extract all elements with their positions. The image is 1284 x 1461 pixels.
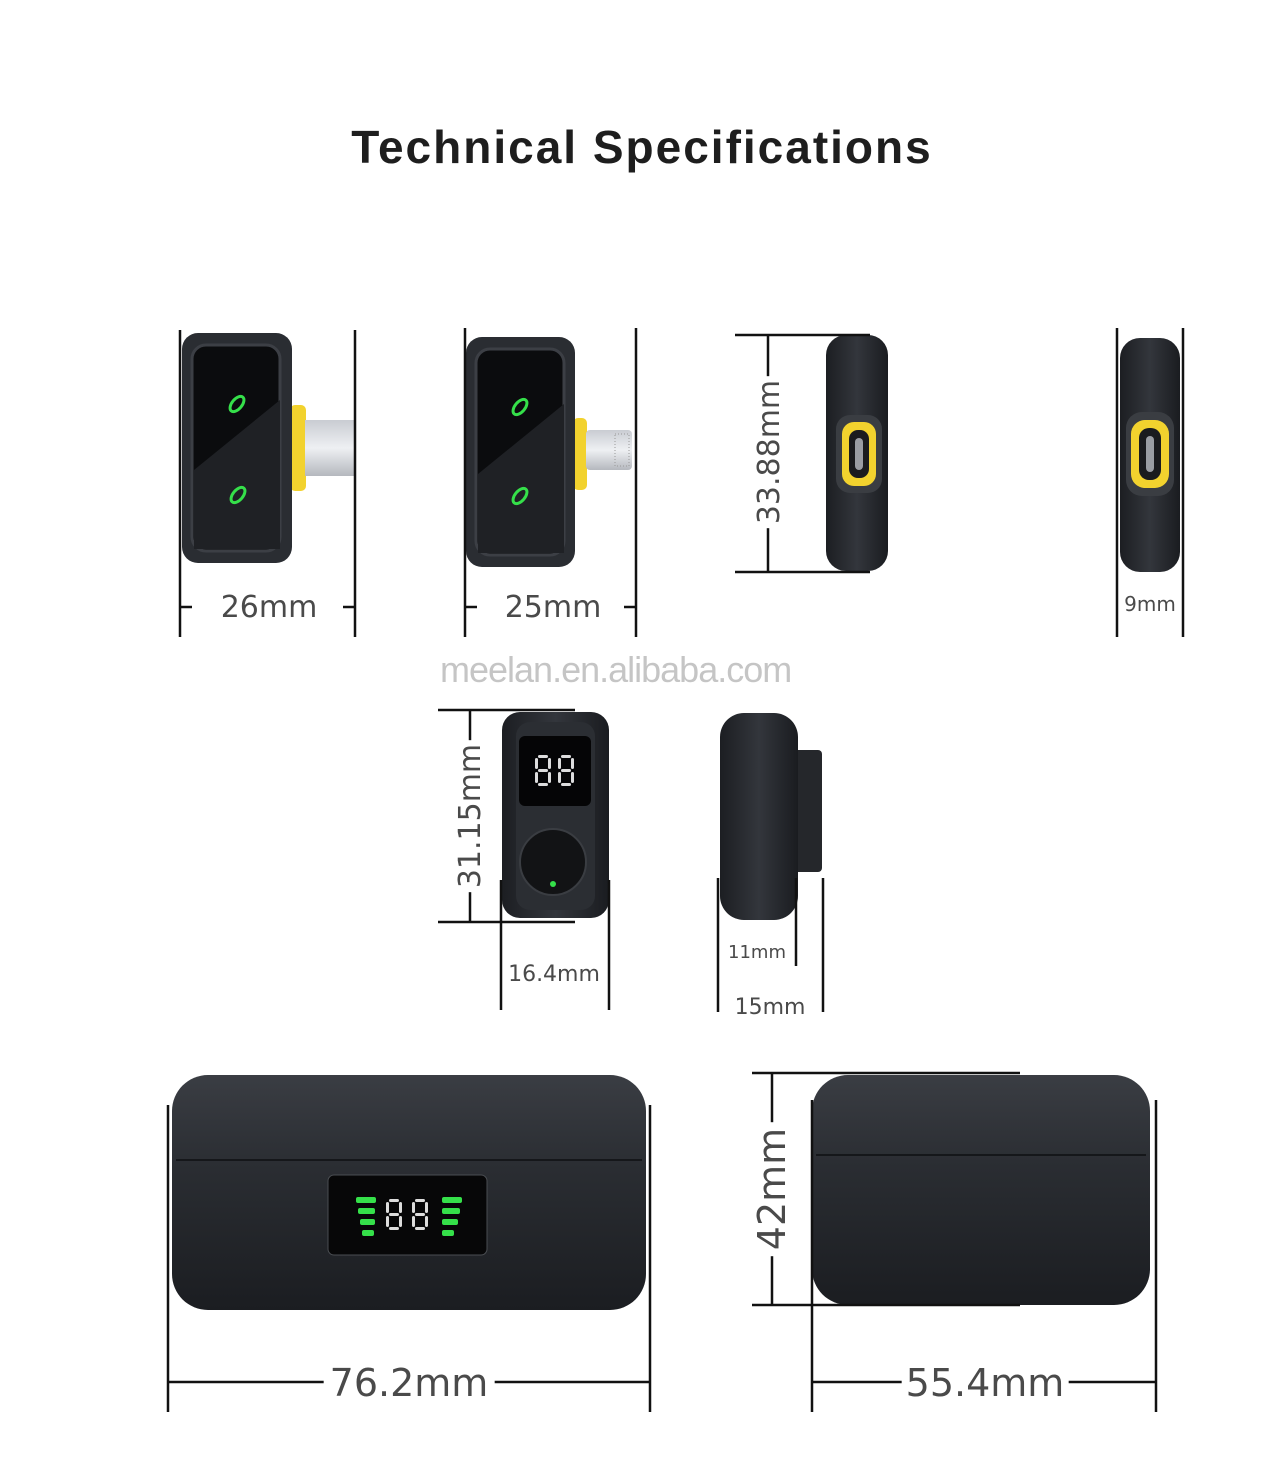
transmitter-side-alt bbox=[1120, 338, 1180, 572]
transmitter-typec bbox=[182, 333, 355, 563]
dim-receiver-total-depth: 15mm bbox=[734, 995, 806, 1020]
case-front bbox=[172, 1075, 646, 1310]
link-icon bbox=[229, 485, 247, 505]
page-title: Technical Specifications bbox=[351, 121, 933, 173]
receiver-front bbox=[502, 712, 609, 918]
dim-transmitter-thickness: 9mm bbox=[1124, 592, 1176, 616]
receiver-side bbox=[720, 713, 822, 920]
case-side bbox=[812, 1075, 1150, 1305]
dim-receiver-height: 31.15mm bbox=[453, 739, 488, 893]
dim-case-height: 42mm bbox=[750, 1121, 794, 1257]
link-icon bbox=[228, 394, 246, 414]
dim-case-depth: 55.4mm bbox=[901, 1364, 1069, 1402]
dim-case-width: 76.2mm bbox=[323, 1364, 495, 1402]
transmitter-side bbox=[826, 335, 888, 571]
dim-transmitter-height: 33.88mm bbox=[752, 375, 787, 529]
watermark: meelan.en.alibaba.com bbox=[440, 649, 792, 690]
dim-receiver-body-depth: 11mm bbox=[728, 942, 786, 963]
transmitter-lightning bbox=[466, 337, 632, 567]
battery-level-bars bbox=[356, 1197, 462, 1236]
dim-receiver-width: 16.4mm bbox=[508, 962, 600, 987]
dim-transmitter-typec-width: 26mm bbox=[216, 593, 322, 623]
link-icon bbox=[511, 486, 529, 506]
link-icon bbox=[511, 397, 529, 417]
dim-transmitter-lightning-width: 25mm bbox=[500, 593, 606, 623]
